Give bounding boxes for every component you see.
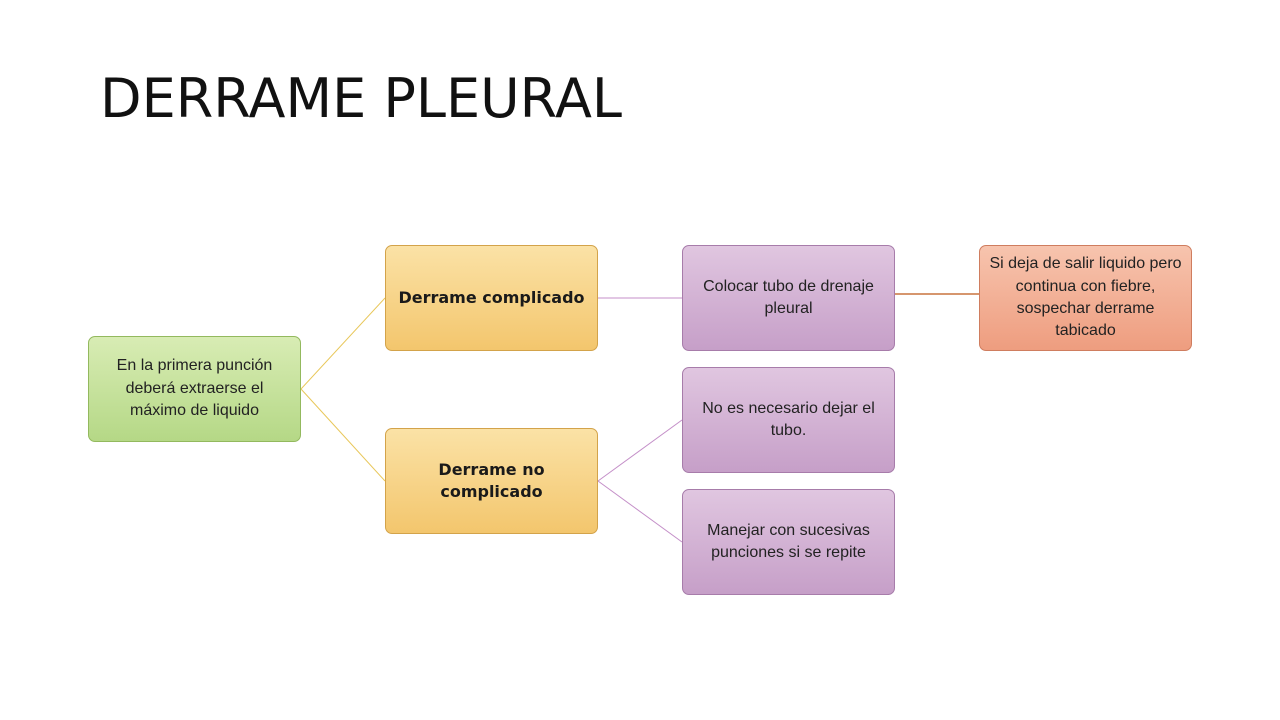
node-colocar-tubo: Colocar tubo de drenaje pleural bbox=[682, 245, 895, 351]
node-derrame-no-complicado-label: Derrame no complicado bbox=[438, 459, 545, 501]
node-sucesivas-punciones: Manejar con sucesivas punciones si se re… bbox=[682, 489, 895, 595]
node-derrame-no-complicado: Derrame no complicado bbox=[385, 428, 598, 534]
connector-root-to-complicated bbox=[300, 297, 386, 390]
connector-uncomplicated-to-manejar bbox=[597, 480, 683, 543]
node-root-label: En la primera punción deberá extraerse e… bbox=[116, 357, 273, 420]
connector-uncomplicated-to-nodejar bbox=[597, 419, 683, 482]
node-derrame-tabicado-label: Si deja de salir liquido pero continua c… bbox=[989, 255, 1182, 340]
node-no-dejar-tubo: No es necesario dejar el tubo. bbox=[682, 367, 895, 473]
node-no-dejar-tubo-label: No es necesario dejar el tubo. bbox=[702, 399, 875, 439]
connector-root-to-uncomplicated bbox=[300, 388, 386, 482]
node-sucesivas-punciones-label: Manejar con sucesivas punciones si se re… bbox=[707, 521, 870, 561]
node-derrame-tabicado: Si deja de salir liquido pero continua c… bbox=[979, 245, 1192, 351]
node-root-first-puncture: En la primera punción deberá extraerse e… bbox=[88, 336, 301, 442]
node-derrame-complicado-label: Derrame complicado bbox=[398, 287, 585, 307]
node-colocar-tubo-label: Colocar tubo de drenaje pleural bbox=[703, 277, 874, 317]
slide-title: DERRAME PLEURAL bbox=[100, 67, 623, 130]
node-derrame-complicado: Derrame complicado bbox=[385, 245, 598, 351]
